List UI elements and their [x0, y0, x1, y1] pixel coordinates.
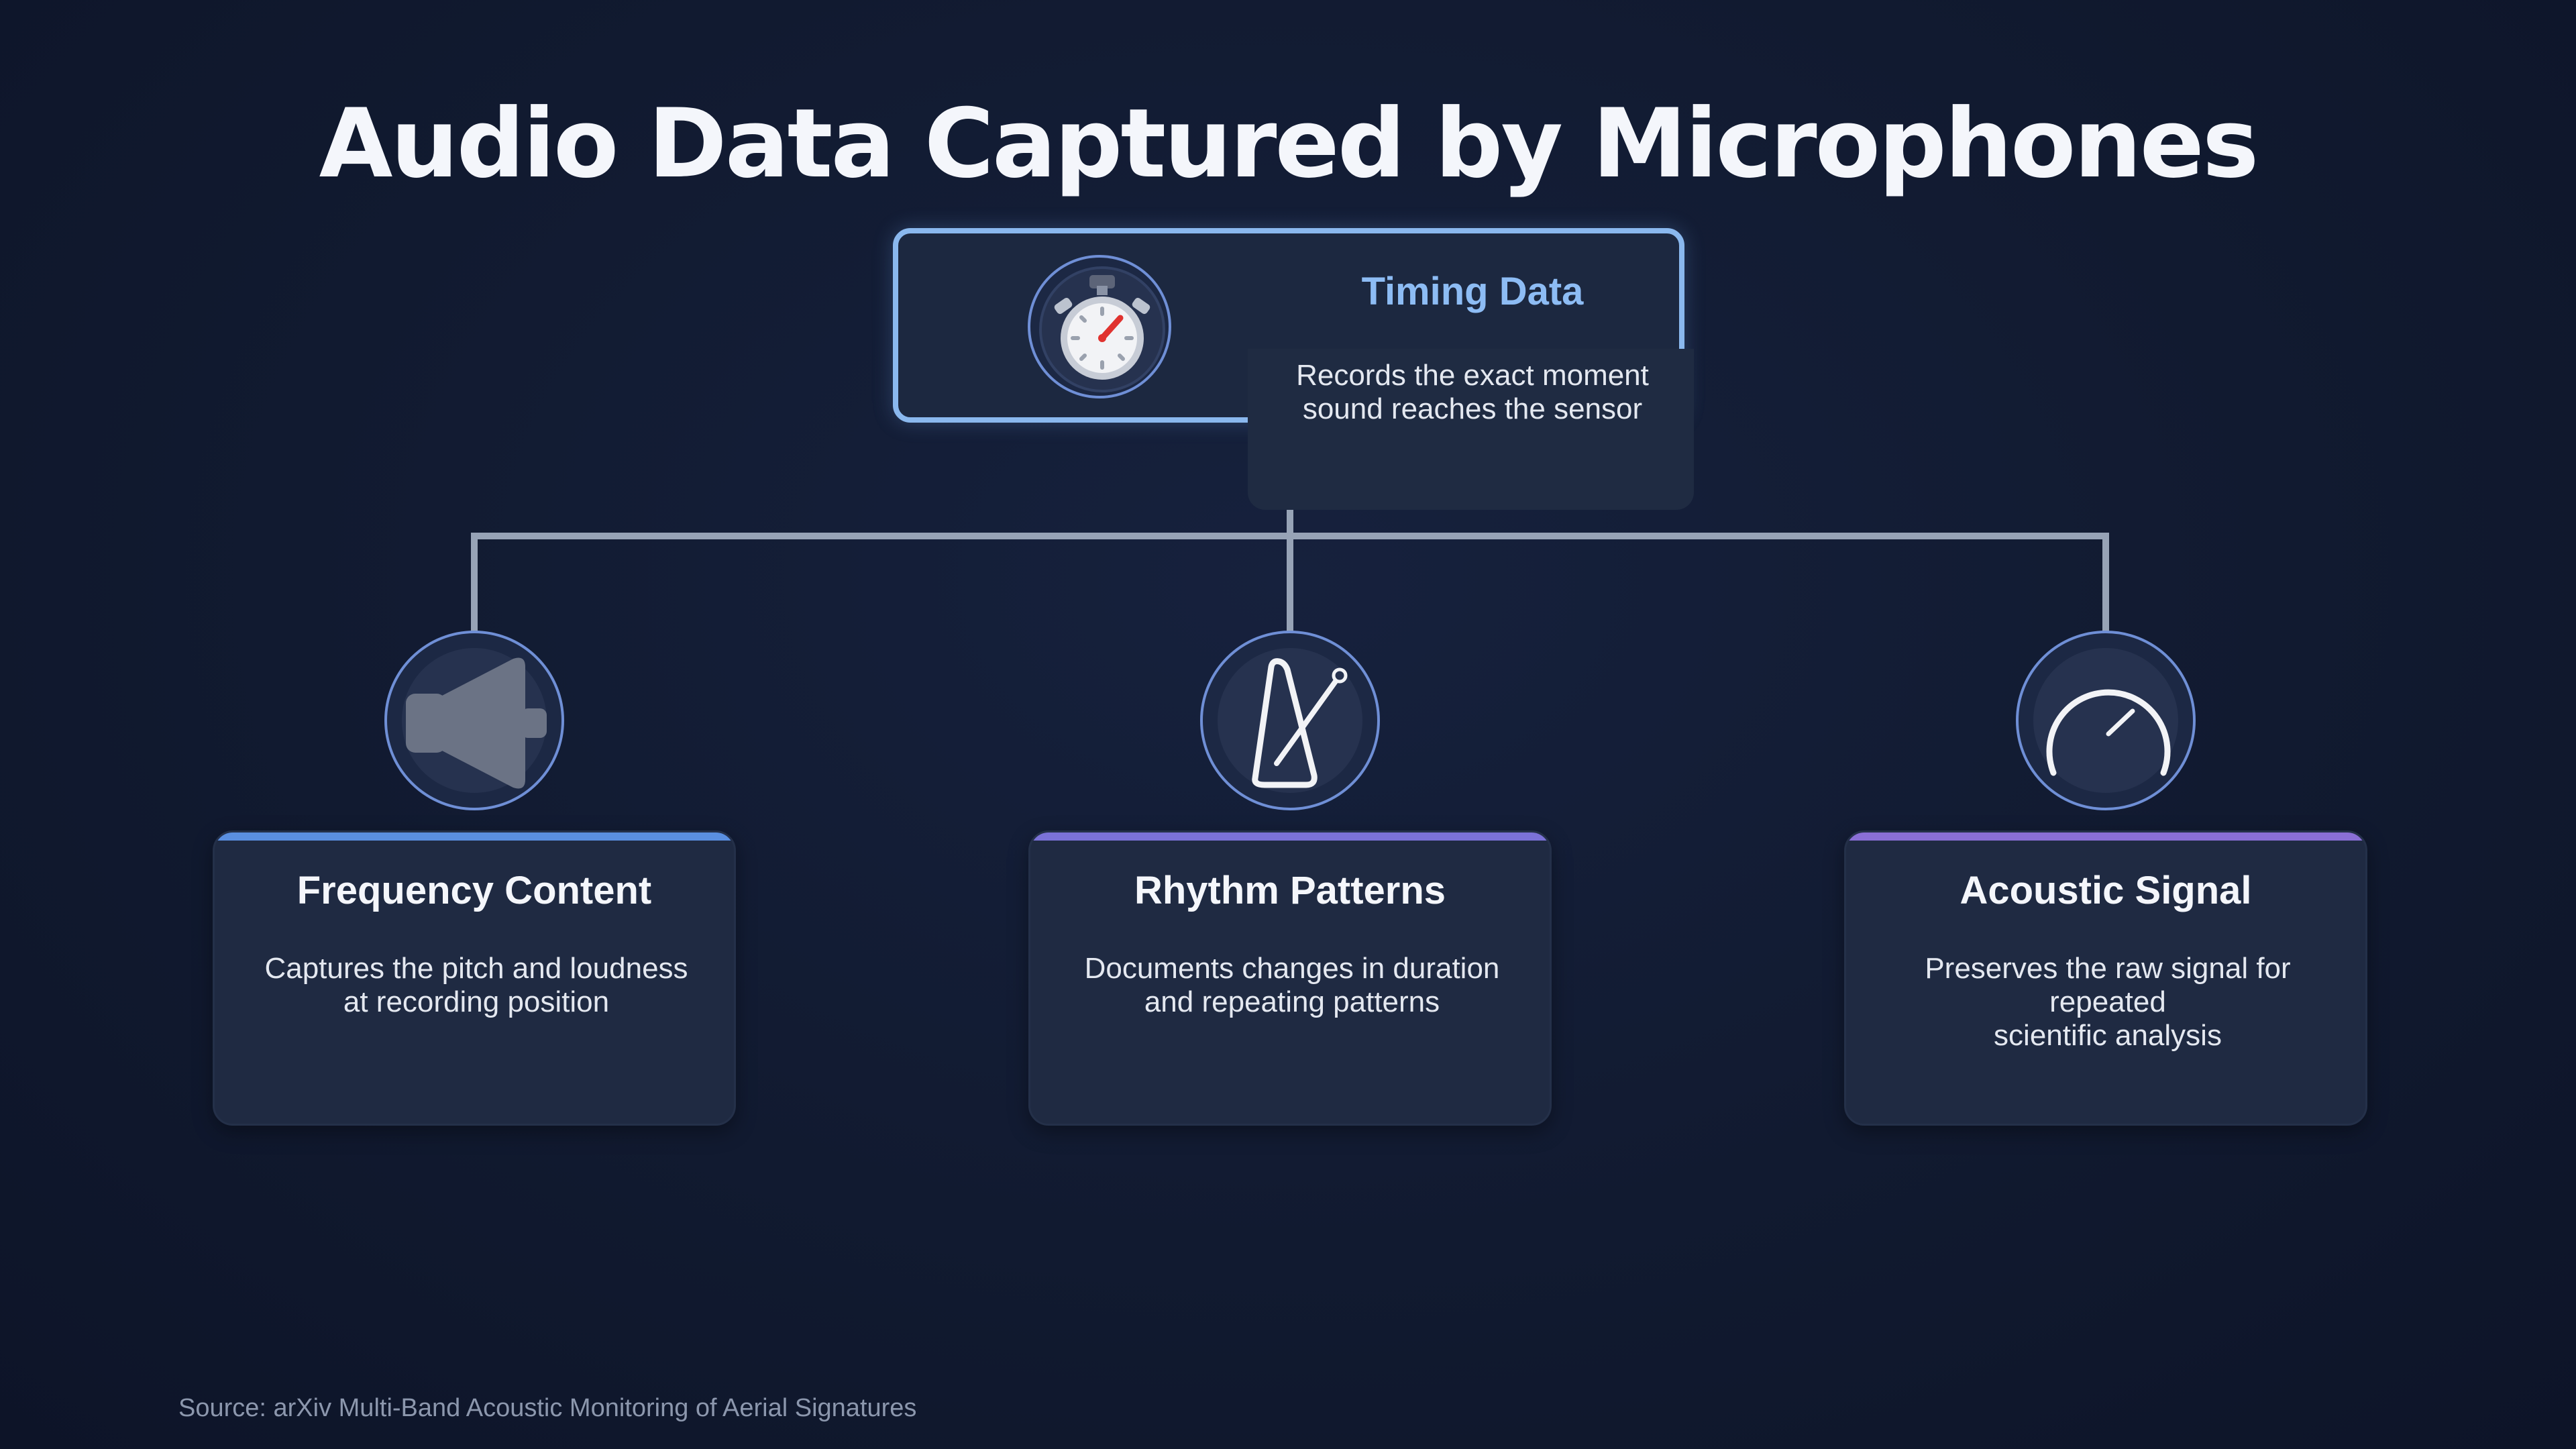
speaker-icon [406, 657, 547, 789]
card-description-line1: Captures the pitch and loudness [264, 952, 688, 985]
card-description-line2: and repeating patterns [1144, 985, 1440, 1018]
card-description-line2: scientific analysis [1994, 1019, 2222, 1052]
acoustic-icon-circle [2016, 631, 2196, 810]
top-node-icon [1028, 255, 1171, 398]
top-node-text-panel [1248, 349, 1694, 510]
card-accent-bar [1030, 833, 1550, 841]
rhythm-icon-circle [1200, 631, 1380, 810]
diagram-title: Audio Data Captured by Microphones [319, 89, 2259, 199]
frequency-icon-circle [384, 631, 564, 810]
card-description-line2: at recording position [343, 985, 610, 1018]
card-accent-bar [215, 833, 734, 841]
stopwatch-icon [1039, 266, 1165, 392]
top-node-title: Timing Data [1361, 270, 1584, 313]
card-title: Frequency Content [297, 869, 652, 912]
card-title: Rhythm Patterns [1134, 869, 1446, 912]
connector-right [2102, 533, 2109, 633]
connector-horizontal [471, 533, 2109, 539]
metronome-icon [1252, 658, 1348, 788]
card-description: Documents changes in duration and repeat… [1057, 952, 1527, 1019]
top-node-description-line1: Records the exact moment [1296, 359, 1649, 392]
rhythm-patterns-card: Rhythm Patterns Documents changes in dur… [1028, 830, 1552, 1126]
card-description-line1: Documents changes in duration [1084, 952, 1500, 985]
gauge-icon [2046, 689, 2171, 776]
card-accent-bar [1846, 833, 2365, 841]
card-description: Preserves the raw signal for repeated sc… [1873, 952, 2343, 1053]
card-description-line1: Preserves the raw signal for repeated [1925, 952, 2291, 1018]
top-node-description: Records the exact moment sound reaches t… [1248, 359, 1697, 426]
connector-trunk [1287, 423, 1293, 633]
frequency-content-card: Frequency Content Captures the pitch and… [213, 830, 736, 1126]
card-description: Captures the pitch and loudness at recor… [241, 952, 711, 1019]
card-title: Acoustic Signal [1960, 869, 2252, 912]
top-node-description-line2: sound reaches the sensor [1302, 392, 1643, 425]
connector-left [471, 533, 478, 633]
source-citation: Source: arXiv Multi-Band Acoustic Monito… [178, 1394, 917, 1422]
acoustic-signal-card: Acoustic Signal Preserves the raw signal… [1844, 830, 2367, 1126]
